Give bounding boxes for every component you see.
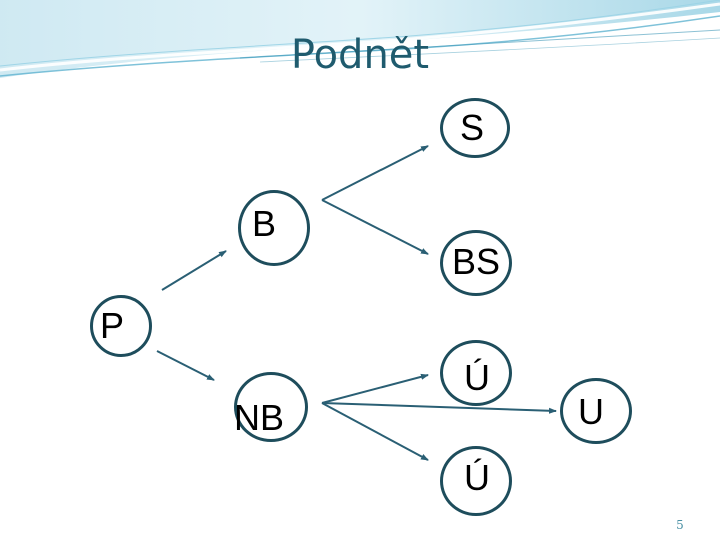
- edge-b-s: [321, 145, 429, 201]
- edge-p-b: [161, 250, 227, 291]
- edge-b-bs: [321, 199, 429, 255]
- node-label-p: P: [100, 305, 125, 346]
- edge-nb-u2: [321, 402, 429, 461]
- page-number: 5: [676, 518, 684, 532]
- node-label-b: B: [252, 203, 277, 244]
- node-circle-b: [238, 190, 310, 266]
- decorative-header-banner: [0, 0, 720, 78]
- node-circle-nb: [234, 372, 308, 442]
- node-label-u: U: [578, 391, 604, 432]
- node-label-nb: NB: [234, 397, 285, 438]
- edge-p-nb: [156, 350, 215, 381]
- node-label-bs: BS: [452, 241, 501, 282]
- node-circle-p: [90, 295, 152, 357]
- node-circle-u2: [440, 446, 512, 516]
- node-circle-u: [560, 378, 632, 444]
- edge-nb-u1: [321, 373, 429, 404]
- node-circle-u1: [440, 340, 512, 406]
- node-label-u2: Ú: [464, 457, 490, 498]
- node-circle-s: [440, 98, 510, 158]
- slide-title: Podnět: [290, 32, 430, 78]
- node-label-s: S: [460, 107, 485, 148]
- node-circle-bs: [440, 230, 512, 296]
- node-label-u1: Ú: [464, 357, 490, 398]
- edge-nb-u: [321, 402, 557, 414]
